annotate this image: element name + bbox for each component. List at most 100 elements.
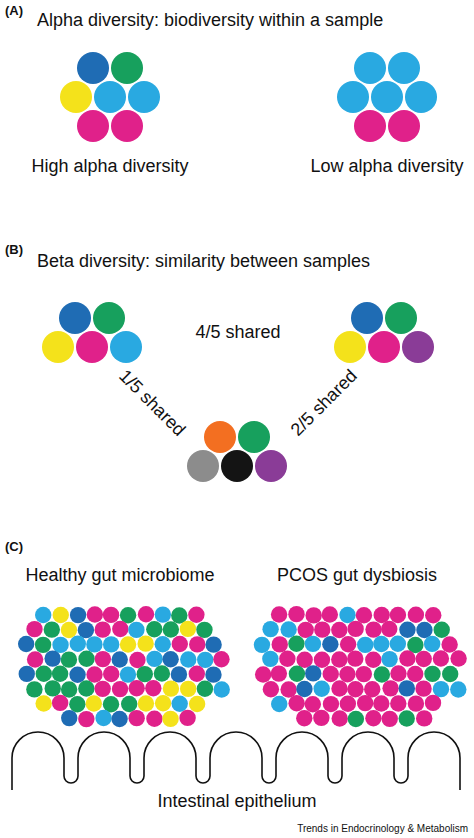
- microbe-dot: [373, 695, 389, 711]
- microbe-dot: [381, 621, 397, 637]
- microbe-dot: [155, 636, 171, 652]
- microbe-dot: [76, 331, 108, 363]
- microbe-dot: [374, 607, 390, 623]
- microbe-dot: [271, 606, 287, 622]
- microbe-dot: [434, 622, 450, 638]
- microbe-dot: [137, 666, 153, 682]
- microbe-dot: [288, 606, 304, 622]
- microbe-dot: [442, 666, 458, 682]
- microbe-dot: [94, 81, 126, 113]
- microbe-dot: [129, 652, 145, 668]
- microbe-dot: [365, 651, 381, 667]
- microbe-dot: [314, 652, 330, 668]
- microbe-dot: [146, 651, 162, 667]
- microbe-dot: [155, 606, 171, 622]
- microbe-dot: [162, 711, 178, 727]
- microbe-dot: [368, 331, 400, 363]
- microbe-dot: [52, 695, 68, 711]
- microbe-dot: [26, 621, 42, 637]
- microbe-dot: [340, 696, 356, 712]
- microbe-dot: [331, 622, 347, 638]
- microbe-dot: [305, 607, 321, 623]
- microbe-dot: [103, 636, 119, 652]
- microbe-dot: [364, 681, 380, 697]
- microbe-dot: [111, 52, 143, 84]
- microbe-dot: [27, 651, 43, 667]
- microbe-dot: [254, 637, 270, 653]
- microbe-dot: [146, 710, 162, 726]
- microbe-dot: [399, 680, 415, 696]
- microbe-dot: [388, 110, 420, 142]
- microbe-dot: [450, 650, 466, 666]
- microbe-dot: [339, 607, 355, 623]
- microbe-dot: [322, 606, 338, 622]
- microbe-dot: [78, 651, 94, 667]
- microbe-dot: [279, 651, 295, 667]
- microbe-dot: [95, 651, 111, 667]
- microbe-dot: [35, 695, 51, 711]
- microbe-dot: [348, 711, 364, 727]
- microbe-dot: [340, 636, 356, 652]
- low-diversity-cluster: [337, 52, 437, 142]
- microbe-dot: [78, 711, 94, 727]
- microbe-dot: [78, 680, 94, 696]
- microbe-dot: [339, 666, 355, 682]
- epithelium-outline: [12, 732, 460, 790]
- high-diversity-cluster: [60, 52, 160, 142]
- microbe-dot: [36, 666, 52, 682]
- microbe-dot: [171, 666, 187, 682]
- microbe-dot: [262, 621, 278, 637]
- microbe-dot: [53, 607, 69, 623]
- microbe-dot: [189, 696, 205, 712]
- microbe-dot: [347, 621, 363, 637]
- microbe-dot: [381, 651, 397, 667]
- microbe-dot: [365, 710, 381, 726]
- microbe-dot: [351, 302, 383, 334]
- microbe-dot: [45, 680, 61, 696]
- microbe-dot: [314, 621, 330, 637]
- journal-credit: Trends in Endocrinology & Metabolism: [297, 823, 468, 835]
- sample-label: Healthy gut microbiome: [25, 565, 214, 586]
- microbe-dot: [313, 681, 329, 697]
- microbe-dot: [354, 52, 386, 84]
- microbe-dot: [172, 636, 188, 652]
- microbe-dot: [322, 636, 338, 652]
- sample-cluster: [42, 302, 142, 363]
- microbe-dot: [204, 421, 236, 453]
- microbe-dot: [433, 650, 449, 666]
- microbe-dot: [416, 622, 432, 638]
- microbe-dot: [52, 637, 68, 653]
- microbe-dot: [213, 651, 229, 667]
- microbe-dot: [373, 636, 389, 652]
- microbe-dot: [112, 681, 128, 697]
- microbe-dot: [128, 81, 160, 113]
- microbe-dot: [289, 666, 305, 682]
- microbe-dot: [155, 695, 171, 711]
- microbe-dot: [407, 666, 423, 682]
- microbe-dot: [86, 666, 102, 682]
- microbe-dot: [382, 711, 398, 727]
- microbe-dot: [390, 695, 406, 711]
- structure-label: Intestinal epithelium: [157, 791, 316, 812]
- microbe-dot: [110, 331, 142, 363]
- microbe-dot: [44, 621, 60, 637]
- microbe-dot: [408, 606, 424, 622]
- microbe-dot: [120, 607, 136, 623]
- sample-cluster: [334, 302, 434, 363]
- microbe-dot: [61, 681, 77, 697]
- microbe-dot: [415, 680, 431, 696]
- microbe-dot: [424, 666, 440, 682]
- microbe-dot: [120, 666, 136, 682]
- microbe-dot: [382, 680, 398, 696]
- microbe-dot: [94, 681, 110, 697]
- shared-fraction: 2/5 shared: [287, 366, 362, 441]
- microbe-dot: [271, 665, 287, 681]
- microbe-dot: [111, 711, 127, 727]
- panel-heading: Beta diversity: similarity between sampl…: [37, 251, 370, 272]
- panel-letter: (A): [5, 4, 23, 19]
- microbe-dot: [441, 636, 457, 652]
- microbe-dot: [163, 680, 179, 696]
- microbe-dot: [323, 696, 339, 712]
- microbe-dot: [70, 635, 86, 651]
